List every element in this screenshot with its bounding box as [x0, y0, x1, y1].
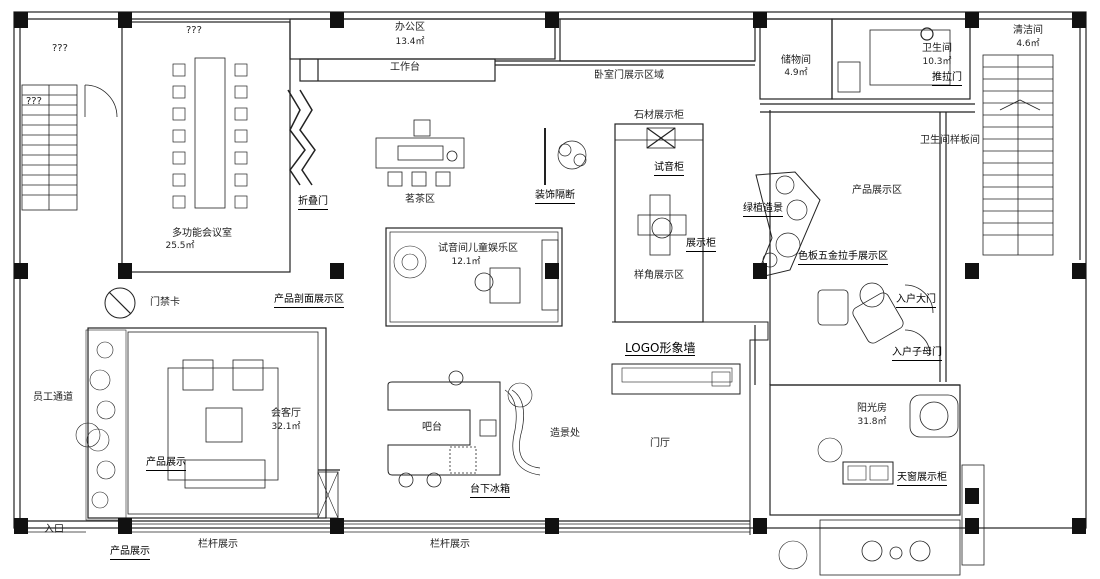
entry-door2-label: 入户子母门 [892, 347, 942, 361]
staff-passage-label: 员工通道 [33, 392, 73, 403]
reception-area: 32.1㎡ [271, 422, 301, 432]
cleaning-area: 4.6㎡ [1016, 39, 1040, 49]
entry-door-label: 入户大门 [896, 294, 936, 308]
sunroom-area: 31.8㎡ [857, 417, 887, 427]
sliding-door-label: 推拉门 [932, 72, 962, 86]
partition-label: 装饰隔断 [535, 190, 575, 204]
decor-partition [544, 128, 587, 185]
lobby-label: 门厅 [650, 438, 670, 449]
skylight-label: 天窗展示柜 [897, 472, 947, 486]
cleaning-label: 清洁间 [1013, 25, 1043, 36]
corner-display-label: 样角展示区 [634, 270, 684, 281]
bedroom-display-label: 卧室门展示区域 [594, 70, 664, 81]
corner-display [614, 123, 704, 323]
railing2-label: 栏杆展示 [430, 539, 470, 550]
bathroom-sample-label: 卫生间样板间 [920, 135, 980, 146]
meeting-room [121, 21, 316, 273]
columns [14, 12, 1086, 534]
bar-counter [387, 370, 541, 488]
office-room [289, 18, 556, 82]
tea-area [375, 119, 465, 187]
kids-label: 试音间儿童娱乐区 [438, 243, 518, 254]
sunroom [769, 384, 985, 576]
access-card-label: 门禁卡 [150, 297, 180, 308]
storage-area: 4.9㎡ [784, 68, 808, 78]
reception-room [87, 327, 340, 519]
landscape-label: 造景处 [550, 428, 580, 439]
access-door [104, 287, 136, 319]
bedroom-display [495, 18, 756, 66]
service-rooms [759, 18, 975, 382]
tea-label: 茗茶区 [405, 194, 435, 205]
stair-right [982, 54, 1054, 256]
logo-wall [611, 321, 769, 535]
kids-area: 12.1㎡ [451, 257, 481, 267]
display-cabinet-label: 展示柜 [686, 238, 716, 252]
office-area: 13.4㎡ [395, 37, 425, 47]
product-show2-label: 产品展示 [110, 546, 150, 560]
logo-wall-label: LOGO形象墙 [625, 341, 696, 356]
railing1-label: 栏杆展示 [198, 539, 238, 550]
workbench-label: 工作台 [390, 62, 420, 73]
folding-door-label: 折叠门 [298, 196, 328, 210]
bathroom-label: 卫生间 [922, 43, 952, 54]
entrance-label: 入口 [44, 524, 64, 535]
color-board-label: 色板五金拉手展示区 [798, 251, 888, 265]
product-area [769, 110, 960, 386]
stone-cabinet-label: 石材展示柜 [634, 110, 684, 121]
sunroom-label: 阳光房 [857, 403, 887, 414]
product-show-label: 产品展示 [146, 457, 186, 471]
storage-label: 储物间 [781, 55, 811, 66]
railings [22, 523, 750, 533]
product-area-label: 产品展示区 [852, 185, 902, 196]
audition-cabinet-label: 试音柜 [654, 162, 684, 176]
unknown-label-3: ??? [26, 96, 42, 107]
green-feature-label: 绿植造景 [743, 203, 783, 217]
stair-left [21, 84, 118, 211]
staff-planters [75, 329, 127, 521]
product-section-label: 产品剖面展示区 [274, 294, 344, 308]
bathroom-area: 10.3㎡ [922, 57, 952, 67]
unknown-label-1: ??? [186, 25, 202, 36]
green-feature [755, 171, 821, 279]
office-label: 办公区 [395, 22, 425, 33]
meeting-label: 多功能会议室 [172, 228, 232, 239]
unknown-label-2: ??? [52, 43, 68, 54]
meeting-area: 25.5㎡ [165, 241, 195, 251]
reception-label: 会客厅 [271, 408, 301, 419]
bar-label: 吧台 [422, 422, 442, 433]
under-fridge-label: 台下冰箱 [470, 484, 510, 498]
